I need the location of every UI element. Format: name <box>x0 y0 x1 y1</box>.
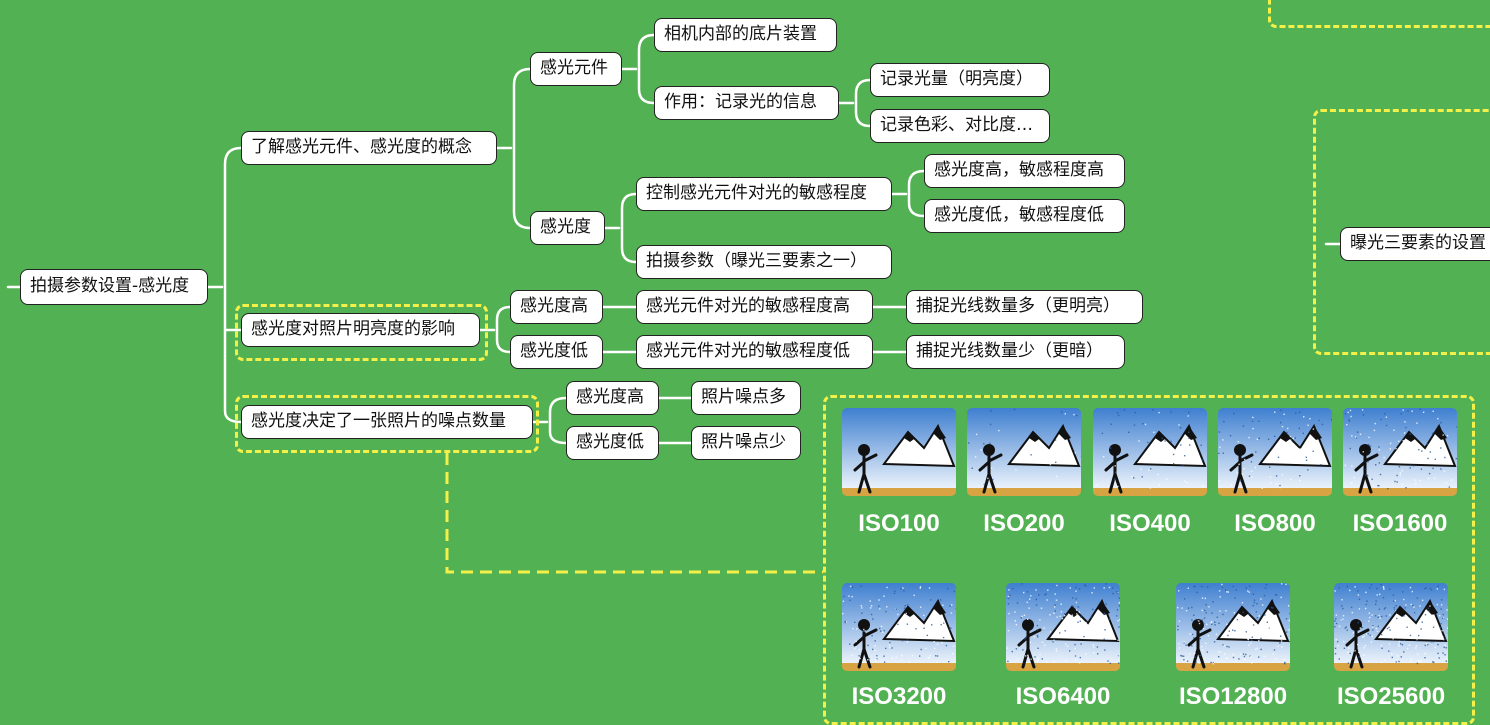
iso-sample-image <box>967 408 1081 496</box>
node-iso-low-sensitive[interactable]: 感光度低，敏感程度低 <box>924 199 1125 233</box>
node-light-less[interactable]: 捕捉光线数量少（更暗） <box>906 335 1125 369</box>
node-sensor[interactable]: 感光元件 <box>530 52 622 86</box>
node-record-color[interactable]: 记录色彩、对比度… <box>870 109 1050 143</box>
iso-sample-label: ISO200 <box>954 510 1094 538</box>
iso-sample-label: ISO800 <box>1205 510 1345 538</box>
node-sensitivity-low[interactable]: 感光元件对光的敏感程度低 <box>636 335 873 369</box>
node-iso-control[interactable]: 控制感光元件对光的敏感程度 <box>636 177 892 211</box>
branch-noise[interactable]: 感光度决定了一张照片的噪点数量 <box>241 405 533 439</box>
node-light-more[interactable]: 捕捉光线数量多（更明亮） <box>906 290 1143 324</box>
iso-sample-image <box>842 583 956 671</box>
node-exposure-settings[interactable]: 曝光三要素的设置 <box>1340 227 1490 261</box>
iso-sample-label: ISO12800 <box>1163 683 1303 711</box>
iso-sample-label: ISO100 <box>829 510 969 538</box>
iso-sample-image <box>1334 583 1448 671</box>
branch-concept[interactable]: 了解感光元件、感光度的概念 <box>241 131 497 165</box>
iso-sample-image <box>1176 583 1290 671</box>
node-noise-less[interactable]: 照片噪点少 <box>691 426 801 460</box>
node-sensor-role[interactable]: 作用：记录光的信息 <box>654 86 839 120</box>
iso-sample-image <box>1006 583 1120 671</box>
iso-sample-label: ISO400 <box>1080 510 1220 538</box>
node-iso[interactable]: 感光度 <box>530 211 605 245</box>
iso-sample-image <box>1343 408 1457 496</box>
node-iso-param[interactable]: 拍摄参数（曝光三要素之一） <box>636 245 892 279</box>
node-sensor-film[interactable]: 相机内部的底片装置 <box>654 18 837 52</box>
node-iso-high-sensitive[interactable]: 感光度高，敏感程度高 <box>924 154 1125 188</box>
node-noise-more[interactable]: 照片噪点多 <box>691 381 801 415</box>
node-sensitivity-high[interactable]: 感光元件对光的敏感程度高 <box>636 290 873 324</box>
node-noise-iso-high[interactable]: 感光度高 <box>566 381 659 415</box>
node-brightness-low[interactable]: 感光度低 <box>510 335 603 369</box>
node-brightness-high[interactable]: 感光度高 <box>510 290 603 324</box>
node-record-light[interactable]: 记录光量（明亮度） <box>870 63 1050 97</box>
iso-sample-image <box>1218 408 1332 496</box>
node-noise-iso-low[interactable]: 感光度低 <box>566 426 659 460</box>
iso-sample-label: ISO25600 <box>1321 683 1461 711</box>
branch-brightness[interactable]: 感光度对照片明亮度的影响 <box>241 313 480 347</box>
iso-sample-image <box>842 408 956 496</box>
iso-sample-image <box>1093 408 1207 496</box>
iso-sample-label: ISO6400 <box>993 683 1133 711</box>
root-topic[interactable]: 拍摄参数设置-感光度 <box>20 269 208 305</box>
iso-sample-label: ISO1600 <box>1330 510 1470 538</box>
iso-sample-label: ISO3200 <box>829 683 969 711</box>
